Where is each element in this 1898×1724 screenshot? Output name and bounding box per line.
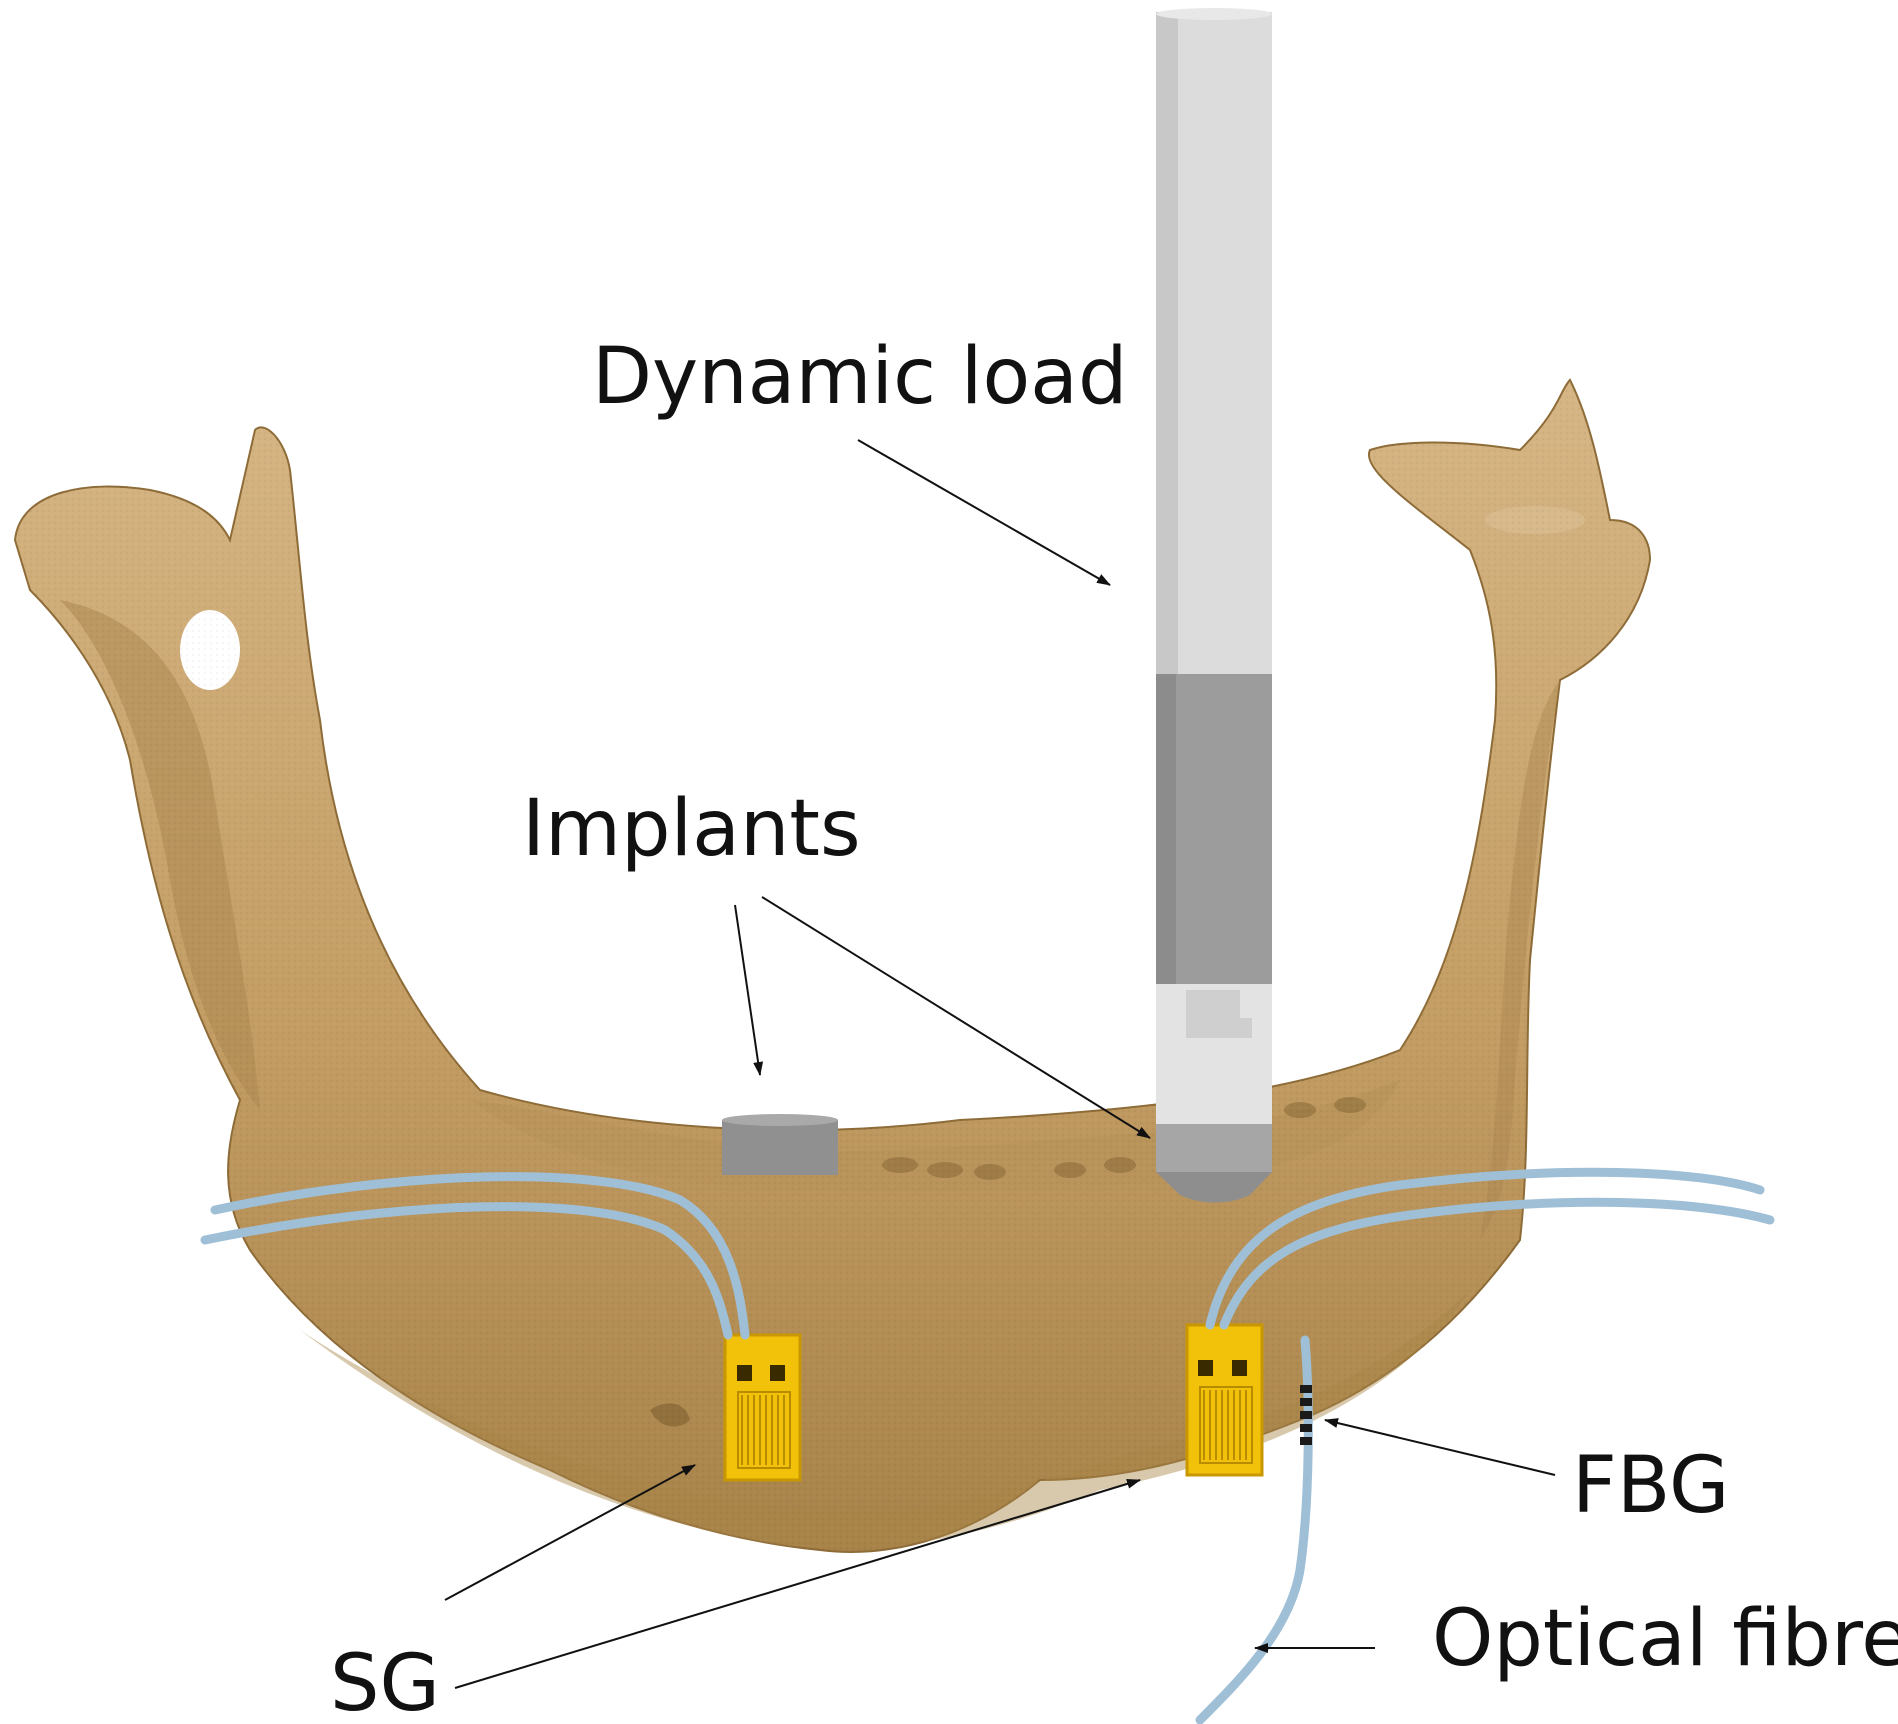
cylinder-notch: [1186, 990, 1252, 1038]
leader-arrows: [444, 439, 1556, 1689]
label-dynamic-load: Dynamic load: [592, 332, 1128, 422]
implants-arrow-right: [761, 896, 1151, 1139]
optical-fibre: [1195, 1335, 1313, 1724]
sg-arrow-left: [444, 1464, 696, 1601]
dynamic-load-cylinder: [1156, 8, 1272, 1203]
label-sg: SG: [330, 1639, 440, 1724]
strain-gauge-cables: [200, 1167, 1775, 1340]
strain-gauge-left: [723, 1333, 802, 1482]
bone-texture: [15, 380, 1650, 1552]
cylinder-middle-shadow: [1156, 674, 1176, 984]
label-implants: Implants: [522, 784, 861, 874]
cylinder-upper-shadow: [1156, 12, 1178, 674]
cylinder-base: [1156, 1172, 1272, 1203]
dynamic-load-arrow: [857, 439, 1111, 586]
label-optical-fibre: Optical fibre: [1432, 1594, 1898, 1684]
mandible-bone: [13, 378, 1652, 1553]
label-fbg: FBG: [1572, 1441, 1729, 1531]
strain-gauge-right: [1185, 1323, 1264, 1477]
cylinder-top: [1156, 8, 1272, 20]
sg-arrow-right: [454, 1478, 1141, 1689]
left-implant: [722, 1114, 838, 1175]
fbg-arrow: [1324, 1418, 1556, 1476]
fbg-marks: [1300, 1385, 1312, 1445]
implants-arrow-left: [734, 904, 764, 1076]
cylinder-tip: [1156, 1124, 1272, 1172]
